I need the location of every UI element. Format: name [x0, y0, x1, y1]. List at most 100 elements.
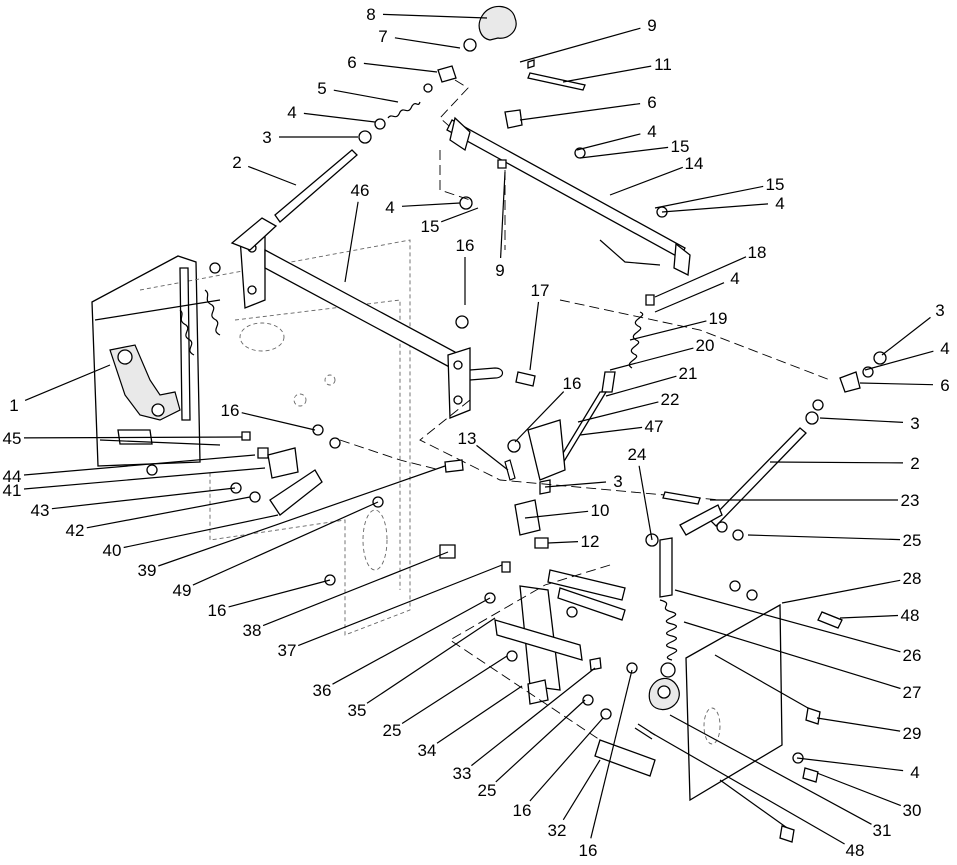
leader-line-8 [382, 13, 488, 19]
leader-line-46 [344, 201, 359, 283]
leader-line-4 [303, 112, 376, 123]
leader-line-13 [476, 444, 509, 471]
leader-line-7 [394, 37, 461, 49]
leader-line-3 [544, 481, 607, 488]
leader-line-31 [669, 714, 872, 825]
callout-15: 15 [671, 137, 690, 156]
callout-31: 31 [873, 821, 892, 840]
leader-line-1 [24, 364, 111, 401]
callout-10: 10 [591, 501, 610, 520]
callout-38: 38 [243, 621, 262, 640]
callout-14: 14 [685, 154, 704, 173]
leader-line-14 [609, 166, 684, 196]
callout-19: 19 [709, 309, 728, 328]
leader-line-4 [661, 203, 769, 213]
leader-line-36 [332, 597, 491, 685]
leader-line-15 [579, 146, 669, 159]
callout-4: 4 [775, 194, 784, 213]
leader-line-2 [247, 165, 297, 186]
callout-9: 9 [495, 261, 504, 280]
callout-3: 3 [613, 472, 622, 491]
leader-line-3 [881, 316, 931, 356]
right-side-plate [648, 603, 843, 843]
control-shaft-14 [439, 59, 691, 277]
leader-line-17 [529, 301, 540, 371]
callout-4: 4 [287, 103, 296, 122]
leader-line-41 [23, 467, 266, 490]
leader-line-34 [436, 685, 523, 744]
leader-line-18 [654, 256, 747, 298]
leader-line-42 [86, 496, 251, 529]
callout-7: 7 [378, 27, 387, 46]
callout-4: 4 [647, 122, 656, 141]
callout-3: 3 [262, 128, 271, 147]
leader-line-47 [579, 426, 643, 436]
callout-39: 39 [138, 561, 157, 580]
callout-34: 34 [418, 741, 437, 760]
callout-16: 16 [563, 374, 582, 393]
leader-line-38 [262, 551, 449, 627]
leader-line-6 [859, 382, 934, 386]
leader-line-21 [605, 375, 677, 397]
callout-27: 27 [903, 683, 922, 702]
leader-line-48 [839, 614, 899, 619]
leader-line-4 [796, 757, 904, 772]
callout-21: 21 [679, 364, 698, 383]
callout-3: 3 [910, 414, 919, 433]
callout-5: 5 [317, 79, 326, 98]
callout-8: 8 [366, 5, 375, 24]
callout-35: 35 [348, 701, 367, 720]
leader-line-4 [864, 350, 934, 371]
callout-6: 6 [647, 93, 656, 112]
leader-line-9 [519, 27, 641, 63]
leader-line-6 [519, 103, 641, 121]
callout-41: 41 [3, 481, 22, 500]
leader-line-16 [241, 412, 316, 431]
callout-25: 25 [903, 531, 922, 550]
leader-line-33 [471, 667, 596, 767]
callout-2: 2 [232, 153, 241, 172]
left-lower-hardware [230, 424, 464, 586]
callout-44: 44 [3, 467, 22, 486]
leader-line-9 [500, 171, 506, 259]
control-rod-upper [230, 149, 358, 251]
callout-3: 3 [935, 301, 944, 320]
callout-40: 40 [103, 541, 122, 560]
callout-12: 12 [581, 532, 600, 551]
callout-25: 25 [478, 781, 497, 800]
callout-26: 26 [903, 646, 922, 665]
callout-18: 18 [748, 243, 767, 262]
leader-line-28 [781, 579, 901, 604]
callout-4: 4 [910, 763, 919, 782]
leader-line-5 [333, 89, 399, 103]
callout-49: 49 [173, 581, 192, 600]
callout-25: 25 [383, 721, 402, 740]
callout-33: 33 [453, 764, 472, 783]
leader-line-39 [158, 465, 446, 567]
callout-45: 45 [3, 429, 22, 448]
callout-15: 15 [421, 217, 440, 236]
leader-line-16 [529, 717, 604, 802]
callout-30: 30 [903, 801, 922, 820]
leader-line-15 [440, 207, 479, 223]
callout-23: 23 [901, 491, 920, 510]
leader-line-25 [495, 699, 586, 783]
callout-36: 36 [313, 681, 332, 700]
leader-line-2 [769, 461, 904, 464]
leader-line-29 [816, 717, 901, 732]
leader-line-4 [576, 133, 641, 151]
leader-line-12 [547, 541, 579, 544]
leader-line-32 [562, 759, 601, 821]
leader-line-49 [192, 501, 379, 586]
callout-42: 42 [66, 521, 85, 540]
callout-17: 17 [531, 281, 550, 300]
callout-6: 6 [347, 53, 356, 72]
leader-line-24 [638, 465, 653, 541]
leader-line-30 [816, 772, 902, 807]
leader-line-3 [819, 417, 904, 423]
callout-16: 16 [456, 236, 475, 255]
callout-47: 47 [645, 417, 664, 436]
upper-left-hardware [358, 5, 517, 144]
